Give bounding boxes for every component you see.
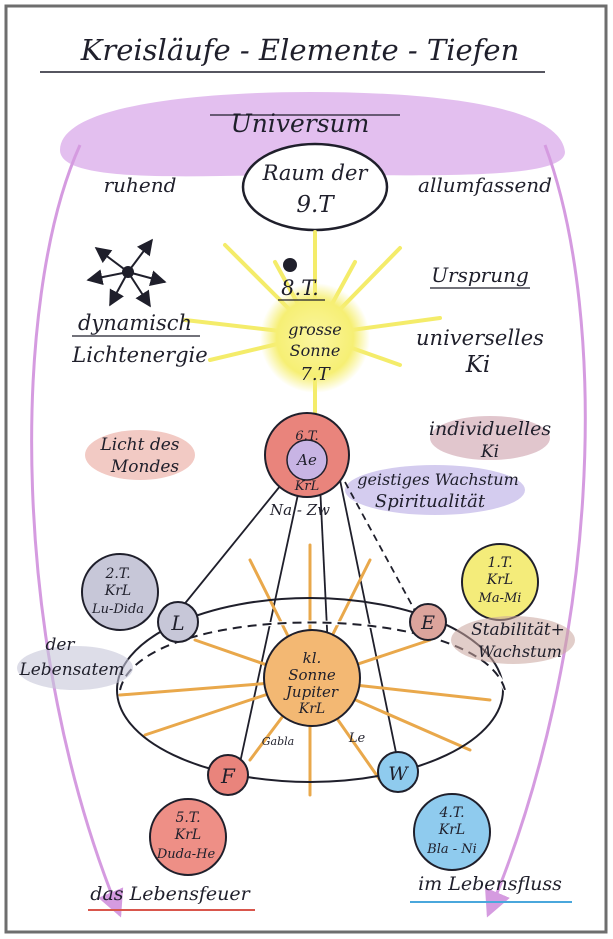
node-E-label: E bbox=[420, 612, 435, 634]
individual-ki-line2: Ki bbox=[480, 442, 499, 462]
depth-6-bot: KrL bbox=[294, 479, 320, 494]
node-W-label: W bbox=[388, 763, 409, 785]
universe-label: Universum bbox=[231, 109, 370, 138]
big-sun-line3: 7.T bbox=[300, 364, 331, 385]
depth-2-line3: Lu-Dida bbox=[91, 602, 144, 617]
stability-blob bbox=[451, 616, 575, 664]
depth-5-line1: 5.T. bbox=[175, 810, 200, 826]
small-sun-line1: kl. bbox=[303, 649, 322, 667]
breath-line2: Lebensatem bbox=[18, 660, 124, 680]
moon-light-line1: Licht des bbox=[99, 435, 179, 455]
small-sun-line4: KrL bbox=[298, 701, 325, 717]
dynamic-star-icon bbox=[86, 238, 167, 308]
big-sun-line2: Sonne bbox=[290, 341, 341, 360]
depth-4-circle bbox=[413, 793, 491, 871]
life-fire-label: das Lebensfeuer bbox=[90, 883, 251, 905]
depth-5-line3: Duda-He bbox=[156, 847, 216, 862]
origin-label: Ursprung bbox=[431, 263, 529, 287]
node-L bbox=[157, 601, 199, 643]
depth-6-top: 6.T. bbox=[295, 429, 318, 444]
universal-ki-line2: Ki bbox=[465, 352, 491, 378]
moon-light-blob bbox=[85, 430, 195, 480]
big-sun-line1: grosse bbox=[288, 320, 341, 339]
space-9-line1: Raum der bbox=[262, 161, 370, 185]
depth-8-label: 8.T. bbox=[281, 276, 319, 300]
dynamic-label: dynamisch bbox=[78, 311, 192, 335]
le-label: Le bbox=[348, 731, 366, 746]
light-energy-label: Lichtenergie bbox=[71, 343, 207, 367]
depth-6-mid: Ae bbox=[295, 451, 317, 469]
life-flow-label: im Lebensfluss bbox=[418, 873, 562, 895]
depth-2-circle bbox=[81, 553, 159, 631]
orbit-dashed bbox=[119, 621, 506, 691]
diagram-title: Kreisläufe - Elemente - Tiefen bbox=[80, 33, 520, 67]
big-sun-glow bbox=[260, 283, 370, 393]
depth-5-line2: KrL bbox=[174, 827, 201, 843]
universe-right-arc bbox=[485, 144, 587, 918]
all-encompassing-label: allumfassend bbox=[418, 173, 552, 197]
depth-1-line3: Ma-Mi bbox=[478, 591, 522, 606]
individual-ki-line1: individuelles bbox=[429, 418, 551, 440]
point-8 bbox=[283, 258, 297, 272]
depth-2-line1: 2.T. bbox=[104, 566, 130, 582]
depth-2-line2: KrL bbox=[104, 583, 131, 599]
universe-left-arc bbox=[30, 144, 124, 918]
spiritual-line2: Spiritualität bbox=[375, 491, 486, 512]
moon-light-line2: Mondes bbox=[110, 457, 180, 477]
depth-1-line2: KrL bbox=[486, 572, 513, 588]
small-sun-circle bbox=[263, 629, 361, 727]
universe-band bbox=[60, 92, 565, 177]
node-L-label: L bbox=[170, 611, 184, 635]
depth-6-inner bbox=[286, 439, 328, 481]
node-E bbox=[409, 603, 447, 641]
na-zw-label: Na - Zw bbox=[269, 501, 330, 519]
individual-ki-blob bbox=[430, 416, 550, 460]
breath-blob bbox=[17, 646, 133, 690]
spiritual-blob bbox=[345, 465, 525, 515]
resting-label: ruhend bbox=[104, 173, 177, 197]
depth-1-line1: 1.T. bbox=[487, 555, 512, 571]
stability-line1: Stabilität+ bbox=[471, 620, 565, 640]
small-sun-line3: Jupiter bbox=[283, 683, 339, 701]
depth-4-line2: KrL bbox=[438, 822, 465, 838]
node-F bbox=[207, 754, 249, 796]
node-W bbox=[377, 751, 419, 793]
stability-line2: Wachstum bbox=[478, 642, 562, 661]
depth-4-line3: Bla - Ni bbox=[426, 842, 477, 857]
node-F-label: F bbox=[220, 764, 236, 788]
breath-line1: der bbox=[45, 635, 75, 655]
spiritual-line1: geistiges Wachstum bbox=[357, 470, 519, 489]
depth-5-circle bbox=[149, 798, 227, 876]
small-sun-line2: Sonne bbox=[288, 666, 336, 684]
space-9-line2: 9.T bbox=[296, 192, 335, 218]
depth-4-line1: 4.T. bbox=[438, 805, 464, 821]
universal-ki-line1: universelles bbox=[416, 326, 544, 350]
gabla-label: Gabla bbox=[262, 735, 294, 748]
